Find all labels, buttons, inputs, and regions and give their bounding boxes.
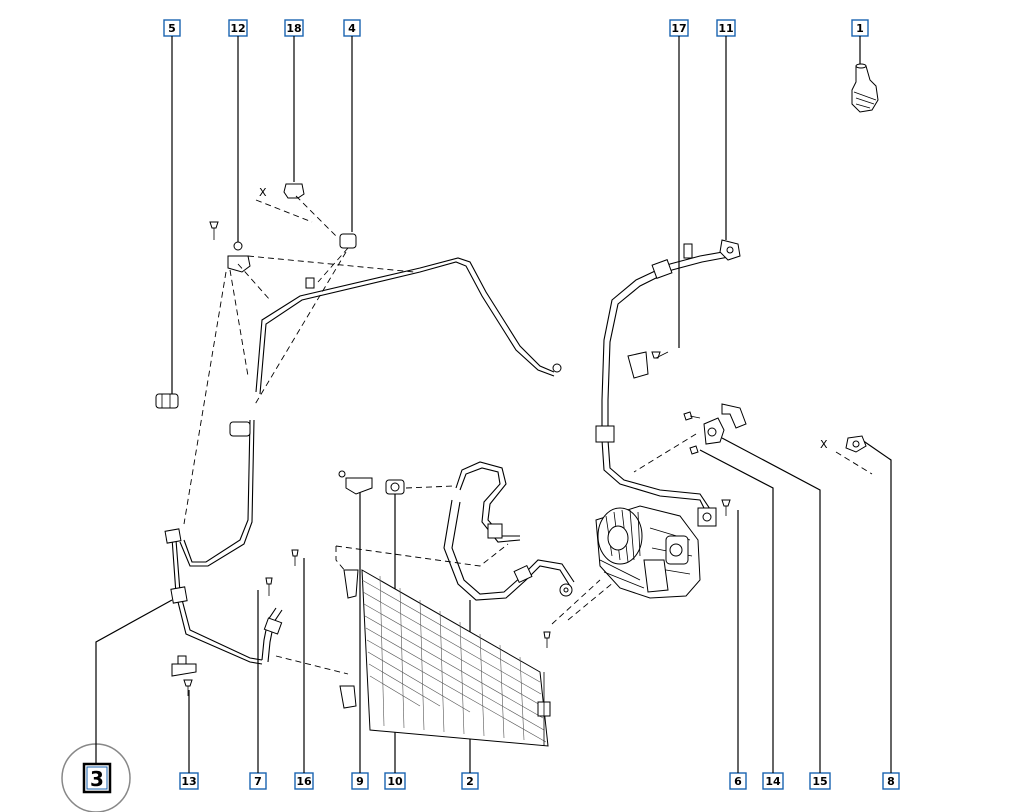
- svg-text:1: 1: [856, 22, 864, 35]
- assembly-3-marker[interactable]: 3: [61, 743, 131, 812]
- callout-9[interactable]: 9: [351, 772, 369, 790]
- x-mark-right: X: [820, 438, 828, 451]
- svg-text:14: 14: [765, 775, 781, 788]
- callout-11[interactable]: 11: [716, 19, 736, 37]
- condenser-radiator: [361, 569, 551, 747]
- callout-14[interactable]: 14: [762, 772, 784, 790]
- svg-text:18: 18: [286, 22, 301, 35]
- callout-2[interactable]: 2: [461, 772, 479, 790]
- svg-text:3: 3: [90, 767, 104, 791]
- svg-text:12: 12: [230, 22, 245, 35]
- svg-text:5: 5: [168, 22, 176, 35]
- svg-text:9: 9: [356, 775, 364, 788]
- svg-text:15: 15: [812, 775, 827, 788]
- svg-text:6: 6: [734, 775, 742, 788]
- valve-cap-part: [851, 63, 879, 113]
- condenser-fins: [361, 575, 547, 743]
- callout-18[interactable]: 18: [284, 19, 304, 37]
- svg-text:8: 8: [887, 775, 895, 788]
- hose-2: [443, 461, 615, 648]
- svg-text:2: 2: [466, 775, 474, 788]
- callout-1[interactable]: 1: [851, 19, 869, 37]
- high-pressure-pipe: [595, 239, 873, 527]
- low-pressure-pipe: [155, 183, 562, 665]
- callout-15[interactable]: 15: [809, 772, 831, 790]
- callout-17[interactable]: 17: [669, 19, 689, 37]
- callout-6[interactable]: 6: [729, 772, 747, 790]
- callout-16[interactable]: 16: [294, 772, 314, 790]
- callout-5[interactable]: 5: [163, 19, 181, 37]
- callout-8[interactable]: 8: [882, 772, 900, 790]
- callout-7[interactable]: 7: [249, 772, 267, 790]
- svg-text:7: 7: [254, 775, 262, 788]
- svg-text:10: 10: [387, 775, 403, 788]
- callout-10[interactable]: 10: [384, 772, 406, 790]
- svg-text:13: 13: [181, 775, 196, 788]
- callout-4[interactable]: 4: [343, 19, 361, 37]
- svg-text:16: 16: [296, 775, 312, 788]
- svg-text:4: 4: [348, 22, 356, 35]
- assembly-guides-left: [183, 195, 415, 525]
- center-fittings: [171, 470, 509, 709]
- ac-compressor: [595, 505, 701, 599]
- svg-text:11: 11: [718, 22, 733, 35]
- callout-12[interactable]: 12: [228, 19, 248, 37]
- svg-text:17: 17: [671, 22, 686, 35]
- callout-13[interactable]: 13: [179, 772, 199, 790]
- x-mark-left: X: [259, 186, 267, 199]
